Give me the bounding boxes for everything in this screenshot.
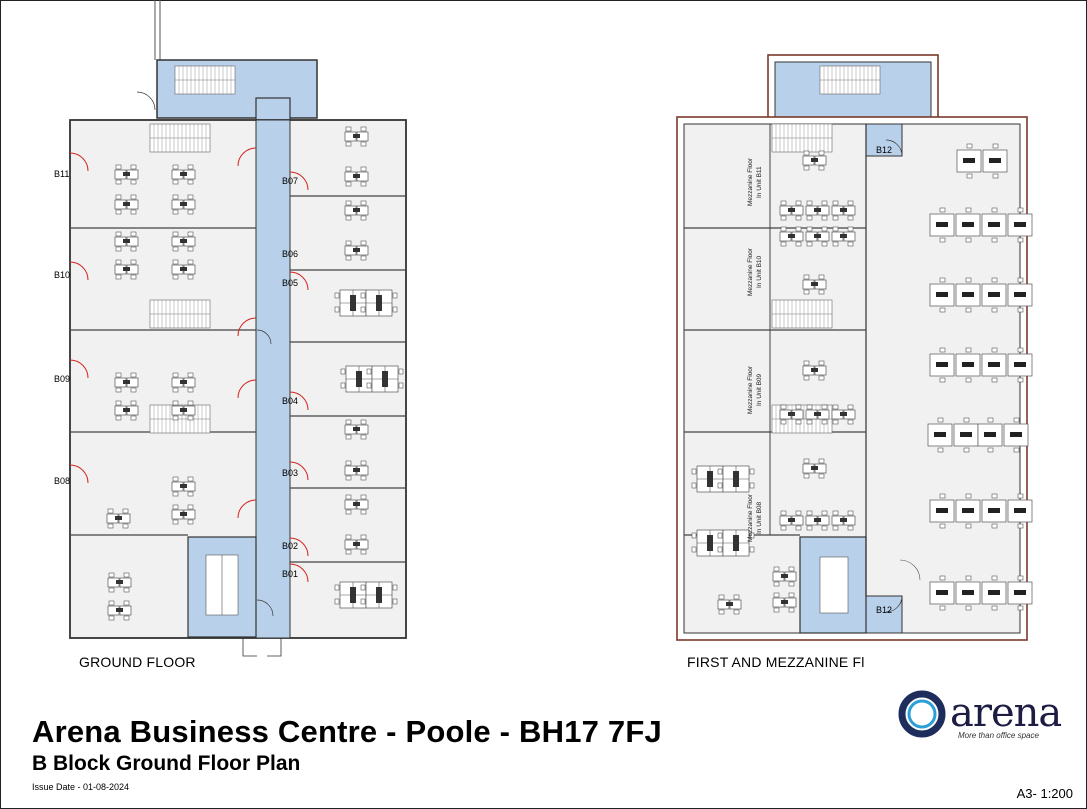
svg-text:Mezzanine Floor: Mezzanine Floor [747, 365, 754, 414]
arena-logo: arena More than office space [898, 688, 1062, 744]
mezzanine-label-b09: Mezzanine Floor In Unit B09 [747, 365, 763, 414]
first-floor-plan: B12 B12 Mezzanine Floor In Unit B11 Mezz… [676, 54, 1033, 641]
page-subtitle: B Block Ground Floor Plan [32, 752, 301, 775]
stair-label-b12-bottom: B12 [876, 605, 892, 615]
logo-ring-icon [898, 690, 946, 738]
logo-word: arena [950, 690, 1062, 736]
ground-floor-plan: B11 B10 B09 B08 B07 B06 B05 B04 B03 B02 … [54, 0, 407, 657]
mezzanine-label-b11: Mezzanine Floor In Unit B11 [747, 157, 763, 206]
svg-text:In Unit B08: In Unit B08 [756, 501, 763, 534]
svg-text:In Unit B09: In Unit B09 [756, 373, 763, 406]
ground-floor-label: GROUND FLOOR [79, 654, 196, 670]
svg-text:In Unit B10: In Unit B10 [756, 255, 763, 288]
unit-label-b05: B05 [282, 278, 298, 288]
mezzanine-label-b10: Mezzanine Floor In Unit B10 [747, 247, 763, 296]
svg-text:Mezzanine Floor: Mezzanine Floor [747, 157, 754, 206]
unit-label-b07: B07 [282, 176, 298, 186]
logo-tagline: More than office space [958, 731, 1039, 740]
stair-label-b12-top: B12 [876, 145, 892, 155]
page-title: Arena Business Centre - Poole - BH17 7FJ [32, 714, 662, 749]
svg-text:Mezzanine Floor: Mezzanine Floor [747, 493, 754, 542]
svg-text:In Unit B11: In Unit B11 [756, 166, 763, 198]
unit-label-b01: B01 [282, 569, 298, 579]
unit-label-b10: B10 [54, 270, 70, 280]
unit-label-b03: B03 [282, 468, 298, 478]
unit-label-b06: B06 [282, 249, 298, 259]
unit-label-b08: B08 [54, 476, 70, 486]
scale-note: A3- 1:200 [1016, 786, 1073, 801]
unit-label-b02: B02 [282, 541, 298, 551]
unit-label-b11: B11 [54, 169, 69, 179]
first-floor-label: FIRST AND MEZZANINE Fl [687, 654, 865, 670]
unit-label-b09: B09 [54, 374, 70, 384]
unit-label-b04: B04 [282, 396, 298, 406]
mezzanine-label-b08: Mezzanine Floor In Unit B08 [747, 493, 763, 542]
svg-text:Mezzanine Floor: Mezzanine Floor [747, 247, 754, 296]
issue-date: Issue Date - 01-08-2024 [32, 782, 130, 792]
